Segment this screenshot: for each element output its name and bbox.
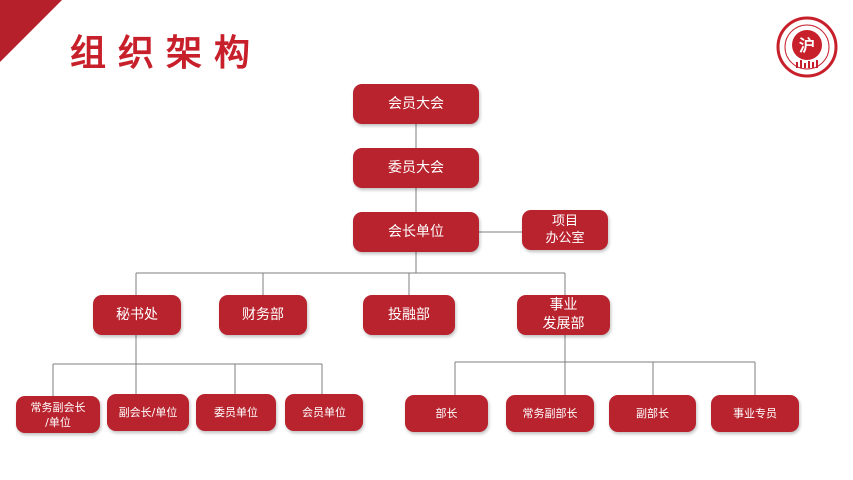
node-vice-president: 副会长/单位 [107,394,189,431]
node-investment-dept: 投融部 [363,295,455,335]
node-project-office: 项目 办公室 [522,210,608,250]
node-committee-assembly: 委员大会 [353,148,479,188]
corner-decoration [0,0,62,62]
node-secretariat: 秘书处 [93,295,181,335]
node-member-unit: 会员单位 [285,394,363,431]
node-minister: 部长 [405,395,488,432]
node-vice-minister: 副部长 [609,395,696,432]
node-business-specialist: 事业专员 [711,395,799,432]
node-exec-vice-president: 常务副会长 /单位 [16,396,100,433]
svg-text:沪: 沪 [799,36,815,55]
node-business-dev-dept: 事业 发展部 [517,295,610,335]
node-members-assembly: 会员大会 [353,84,479,124]
node-president-unit: 会长单位 [353,212,479,252]
node-exec-vice-minister: 常务副部长 [506,395,594,432]
node-committee-unit: 委员单位 [196,394,276,431]
node-finance-dept: 财务部 [219,295,307,335]
seal-logo-icon: 沪 [776,16,838,78]
page-title: 组织架构 [70,33,263,74]
